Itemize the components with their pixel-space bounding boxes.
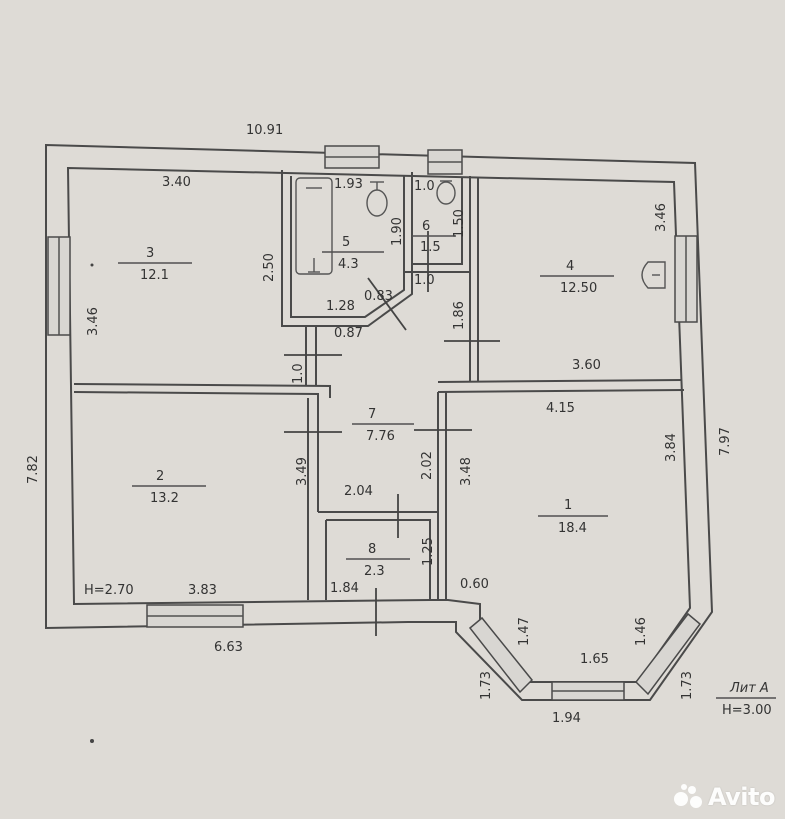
svg-text:1.86: 1.86 (452, 301, 467, 330)
svg-text:3.46: 3.46 (86, 307, 101, 336)
svg-text:1.84: 1.84 (330, 581, 359, 596)
windows (47, 145, 702, 701)
svg-text:12.50: 12.50 (560, 281, 597, 296)
svg-text:1.73: 1.73 (680, 671, 695, 700)
svg-text:2.02: 2.02 (420, 451, 435, 480)
room-label: 2 13.2 (132, 469, 206, 506)
svg-text:1.5: 1.5 (420, 240, 441, 255)
svg-text:1.50: 1.50 (452, 209, 467, 238)
sheet-stamp: Лит А Н=3.00 (716, 681, 776, 718)
room-label: 1 18.4 (538, 498, 608, 536)
svg-text:8: 8 (368, 542, 376, 557)
svg-text:1.0: 1.0 (414, 179, 435, 194)
wc-icon (436, 181, 456, 205)
avito-watermark: Avito (673, 783, 776, 811)
svg-text:0.87: 0.87 (334, 326, 363, 341)
room-label: 5 4.3 (322, 235, 384, 272)
svg-text:Н=3.00: Н=3.00 (722, 703, 772, 718)
bathtub-icon (295, 177, 333, 275)
svg-text:1.47: 1.47 (517, 617, 532, 646)
fixtures (295, 177, 666, 289)
svg-text:1.93: 1.93 (334, 177, 363, 192)
door-marks (284, 231, 500, 636)
svg-text:0.83: 0.83 (364, 289, 393, 304)
svg-text:3.49: 3.49 (295, 457, 310, 486)
svg-text:6.63: 6.63 (214, 640, 243, 655)
svg-text:5: 5 (342, 235, 350, 250)
svg-text:3.84: 3.84 (664, 433, 679, 462)
room-label: 6 1.5 (412, 219, 456, 255)
svg-text:7.76: 7.76 (366, 429, 395, 444)
svg-text:3.83: 3.83 (188, 583, 217, 598)
toilet-icon (366, 189, 388, 217)
room-label: 3 12.1 (118, 246, 192, 283)
svg-text:H=2.70: H=2.70 (84, 583, 134, 598)
svg-text:12.1: 12.1 (140, 268, 169, 283)
room-labels: 1 18.4 2 13.2 3 12.1 4 12.50 5 4.3 6 1.5 (118, 219, 614, 579)
avito-logo-icon (673, 784, 704, 810)
sink-icon (641, 261, 666, 289)
svg-text:2.04: 2.04 (344, 484, 373, 499)
svg-text:1.90: 1.90 (390, 217, 405, 246)
svg-text:3: 3 (146, 246, 154, 261)
svg-text:1: 1 (564, 498, 572, 513)
svg-text:1.0: 1.0 (291, 363, 306, 384)
svg-text:13.2: 13.2 (150, 491, 179, 506)
avito-logo-text: Avito (707, 783, 776, 811)
svg-text:3.46: 3.46 (654, 203, 669, 232)
dimension-labels: 10.91 3.40 1.93 1.0 1.28 0.83 0.87 1.0 3… (26, 123, 733, 726)
svg-text:1.0: 1.0 (414, 273, 435, 288)
svg-text:3.40: 3.40 (162, 175, 191, 190)
outer-wall-outline (45, 143, 714, 701)
svg-text:18.4: 18.4 (558, 521, 587, 536)
room-label: 8 2.3 (346, 542, 410, 579)
svg-text:4: 4 (566, 259, 574, 274)
svg-text:Лит А: Лит А (729, 681, 769, 696)
svg-text:7.82: 7.82 (26, 455, 41, 484)
room-label: 4 12.50 (540, 259, 614, 296)
svg-text:4.15: 4.15 (546, 401, 575, 416)
svg-text:7: 7 (368, 407, 376, 422)
svg-text:1.73: 1.73 (479, 671, 494, 700)
svg-text:1.46: 1.46 (634, 617, 649, 646)
svg-text:1.28: 1.28 (326, 299, 355, 314)
svg-text:1.25: 1.25 (421, 537, 436, 566)
svg-text:2: 2 (156, 469, 164, 484)
svg-text:0.60: 0.60 (460, 577, 489, 592)
svg-text:3.48: 3.48 (459, 457, 474, 486)
svg-text:4.3: 4.3 (338, 257, 359, 272)
svg-text:2.50: 2.50 (262, 253, 277, 282)
svg-text:3.60: 3.60 (572, 358, 601, 373)
svg-text:10.91: 10.91 (246, 123, 283, 138)
svg-text:7.97: 7.97 (718, 427, 733, 456)
svg-text:2.3: 2.3 (364, 564, 385, 579)
room-label: 7 7.76 (352, 407, 414, 444)
svg-text:1.65: 1.65 (580, 652, 609, 667)
svg-text:1.94: 1.94 (552, 711, 581, 726)
interior-walls (73, 170, 685, 600)
svg-text:6: 6 (422, 219, 430, 234)
